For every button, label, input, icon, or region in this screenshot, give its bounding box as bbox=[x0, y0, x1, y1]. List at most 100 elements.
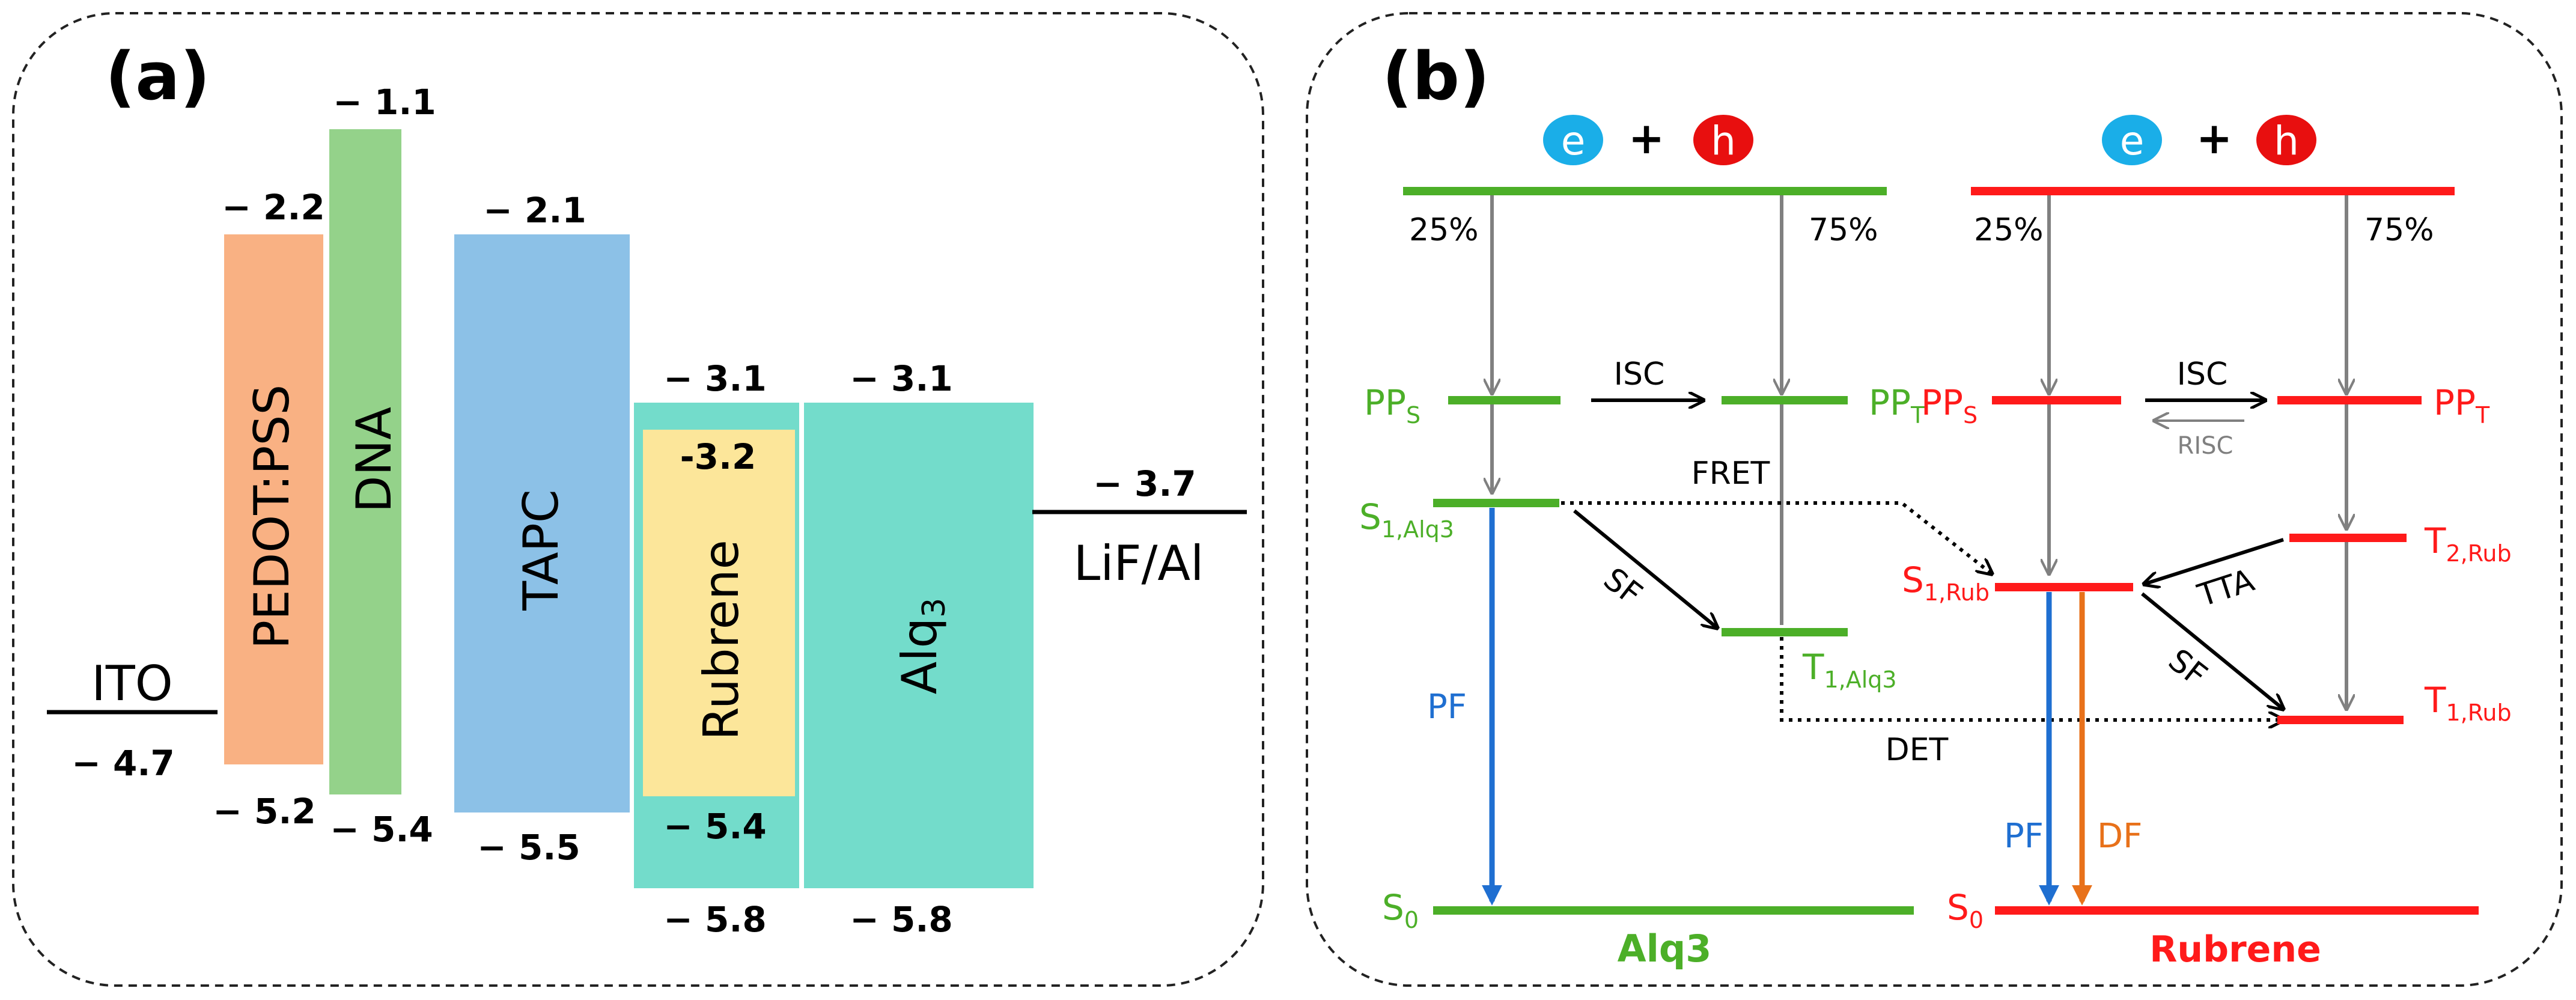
hole-label-rubrene: h bbox=[2274, 118, 2299, 164]
det-arrow bbox=[1780, 637, 2283, 720]
electron-icon-rubrene bbox=[2102, 115, 2162, 165]
alq3-s1-label: S1,Alq3 bbox=[1359, 496, 1454, 543]
alq3-sf-arrow bbox=[1573, 509, 1717, 628]
rubrene-t1-sub: 1,Rub bbox=[2446, 700, 2511, 726]
rubrene-inner-top-value: -3.2 bbox=[680, 436, 757, 477]
alq3-top-value: − 3.1 bbox=[850, 358, 953, 399]
alq3-s0-sub: 0 bbox=[1404, 907, 1419, 933]
rubrene-isc-label: ISC bbox=[2177, 356, 2228, 392]
alq3-s1-main: S bbox=[1359, 496, 1381, 537]
alq3-ppt-sub: T bbox=[1910, 402, 1925, 428]
pedot-top-value: − 2.2 bbox=[222, 187, 325, 228]
panel-b: (b) e + h 25% 75% PPS PPT ISC S1,Alq3 FR… bbox=[1306, 12, 2563, 987]
rubrene-t1-main: T bbox=[2424, 680, 2446, 721]
tapc-top-value: − 2.1 bbox=[483, 190, 586, 231]
rubrene-s0-main: S bbox=[1947, 887, 1969, 928]
alq3-pps-sub: S bbox=[1406, 402, 1420, 428]
alq3-bottom-value: − 5.8 bbox=[850, 899, 953, 940]
rubrene-triplet-percent: 75% bbox=[2364, 212, 2434, 248]
alq3-s1-sub: 1,Alq3 bbox=[1381, 516, 1454, 543]
alq3-name-label: Alq3 bbox=[1618, 927, 1712, 971]
alq3-ppt-main: PP bbox=[1869, 382, 1911, 423]
tapc-bottom-value: − 5.5 bbox=[477, 827, 580, 868]
dna-top-value: − 1.1 bbox=[333, 82, 436, 123]
alq3-block bbox=[804, 403, 1034, 888]
hole-icon-rubrene bbox=[2256, 115, 2316, 165]
panel-b-label: (b) bbox=[1382, 38, 1490, 115]
rubrene-outer-bottom-value: − 5.8 bbox=[663, 899, 767, 940]
rubrene-t2-sub: 2,Rub bbox=[2446, 540, 2511, 567]
panel-a-label: (a) bbox=[105, 38, 210, 115]
dna-block bbox=[329, 129, 401, 794]
rubrene-t1-label: T1,Rub bbox=[2424, 680, 2512, 726]
alq3-ppt-label: PPT bbox=[1869, 382, 1925, 428]
hole-label-alq3: h bbox=[1711, 118, 1736, 164]
rubrene-sf-label: SF bbox=[2161, 642, 2214, 694]
lif-value: − 3.7 bbox=[1093, 463, 1196, 504]
electron-label-rubrene: e bbox=[2120, 118, 2145, 164]
rubrene-risc-label: RISC bbox=[2178, 432, 2233, 460]
alq3-triplet-percent: 75% bbox=[1809, 212, 1878, 248]
rubrene-s0-label: S0 bbox=[1947, 887, 1984, 933]
rubrene-name-label: Rubrene bbox=[2149, 928, 2321, 971]
panel-b-frame bbox=[1306, 12, 2563, 987]
plus-sign-alq3: + bbox=[1628, 113, 1664, 163]
tapc-label: TAPC bbox=[513, 489, 569, 611]
rubrene-label: Rubrene bbox=[693, 540, 749, 740]
rubrene-inner-bottom-value: − 5.4 bbox=[663, 806, 767, 847]
electron-icon-alq3 bbox=[1543, 115, 1603, 165]
lif-label: LiF/Al bbox=[1074, 535, 1204, 591]
alq3-sf-label: SF bbox=[1597, 561, 1649, 613]
rubrene-ppt-sub: T bbox=[2475, 402, 2490, 428]
rubrene-ppt-label: PPT bbox=[2434, 382, 2490, 428]
det-label: DET bbox=[1886, 732, 1949, 768]
alq3-pf-label: PF bbox=[1427, 688, 1467, 727]
rubrene-outer-top-value: − 3.1 bbox=[663, 358, 767, 399]
dna-label: DNA bbox=[346, 407, 402, 513]
rubrene-sf-arrow bbox=[2141, 592, 2283, 709]
fret-arrow bbox=[1561, 501, 1992, 574]
ito-value: − 4.7 bbox=[72, 743, 175, 784]
pedot-block bbox=[224, 234, 323, 764]
alq3-t1-sub: 1,Alq3 bbox=[1824, 666, 1896, 693]
alq3-label-sub: 3 bbox=[916, 598, 952, 618]
pedot-label: PEDOT:PSS bbox=[244, 385, 300, 649]
dna-bottom-value: − 5.4 bbox=[330, 809, 433, 850]
panel-a-frame bbox=[12, 12, 1264, 987]
alq3-t1-label: T1,Alq3 bbox=[1802, 647, 1897, 693]
alq3-s0-main: S bbox=[1382, 887, 1404, 928]
rubrene-s0-sub: 0 bbox=[1969, 907, 1984, 933]
electron-label-alq3: e bbox=[1561, 118, 1586, 164]
rubrene-s1-sub: 1,Rub bbox=[1924, 579, 1990, 606]
alq3-singlet-percent: 25% bbox=[1409, 212, 1479, 248]
ito-label: ITO bbox=[91, 656, 172, 712]
alq3-pps-label: PPS bbox=[1364, 382, 1420, 428]
alq3-t1-main: T bbox=[1802, 647, 1824, 688]
rubrene-pps-sub: S bbox=[1963, 402, 1978, 428]
panel-a: (a) ITO − 4.7 − 2.2 − 5.2 PEDOT:PSS − 1.… bbox=[12, 12, 1264, 987]
rubrene-inner-block bbox=[643, 430, 795, 796]
fret-label: FRET bbox=[1691, 456, 1770, 492]
rubrene-df-label: DF bbox=[2097, 817, 2142, 856]
rubrene-t2-label: T2,Rub bbox=[2424, 520, 2512, 567]
rubrene-tta-arrow bbox=[2144, 538, 2284, 584]
alq3-isc-label: ISC bbox=[1614, 356, 1665, 392]
hole-icon-alq3 bbox=[1693, 115, 1753, 165]
rubrene-s1-main: S bbox=[1902, 559, 1924, 600]
rubrene-pps-label: PPS bbox=[1921, 382, 1978, 428]
rubrene-pps-main: PP bbox=[1921, 382, 1963, 423]
plus-sign-rubrene: + bbox=[2196, 113, 2232, 163]
alq3-label: Alq3 bbox=[892, 598, 952, 695]
alq3-label-main: Alq bbox=[892, 618, 948, 695]
rubrene-singlet-percent: 25% bbox=[1974, 212, 2044, 248]
rubrene-tta-label: TTA bbox=[2193, 562, 2259, 615]
rubrene-ppt-main: PP bbox=[2434, 382, 2476, 423]
pedot-bottom-value: − 5.2 bbox=[213, 791, 316, 832]
alq3-pps-main: PP bbox=[1364, 382, 1406, 423]
rubrene-t2-main: T bbox=[2424, 520, 2446, 561]
rubrene-s1-label: S1,Rub bbox=[1902, 559, 1990, 606]
rubrene-pf-label: PF bbox=[2004, 817, 2044, 856]
alq3-s0-label: S0 bbox=[1382, 887, 1419, 933]
tapc-block bbox=[454, 234, 630, 812]
